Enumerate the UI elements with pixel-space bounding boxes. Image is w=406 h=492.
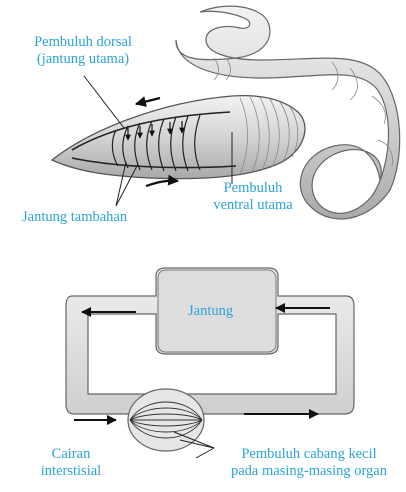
dorsal-flow-arrow — [136, 98, 160, 104]
label-dorsal-line2: (jantung utama) — [8, 51, 158, 68]
ventral-flow-arrow — [146, 181, 178, 186]
label-capillaries-line1: Pembuluh cabang kecil — [216, 446, 402, 463]
label-capillaries: Pembuluh cabang kecil pada masing-masing… — [216, 446, 402, 480]
circulation-loop-diagram — [66, 268, 354, 458]
label-fluid-line1: Cairan — [28, 446, 114, 463]
label-dorsal-vessel: Pembuluh dorsal (jantung utama) — [8, 34, 158, 68]
worm-body — [52, 96, 305, 179]
label-dorsal-line1: Pembuluh dorsal — [8, 34, 158, 51]
label-interstitial-fluid: Cairan interstisial — [28, 446, 114, 480]
label-ventral-line2: ventral utama — [198, 197, 308, 214]
label-fluid-line2: interstisial — [28, 463, 114, 480]
capillary-bed — [128, 389, 204, 451]
label-accessory-hearts: Jantung tambahan — [22, 209, 127, 226]
label-ventral-line1: Pembuluh — [198, 180, 308, 197]
label-ventral-vessel: Pembuluh ventral utama — [198, 180, 308, 214]
label-heart: Jantung — [188, 303, 233, 320]
label-capillaries-line2: pada masing-masing organ — [216, 463, 402, 480]
